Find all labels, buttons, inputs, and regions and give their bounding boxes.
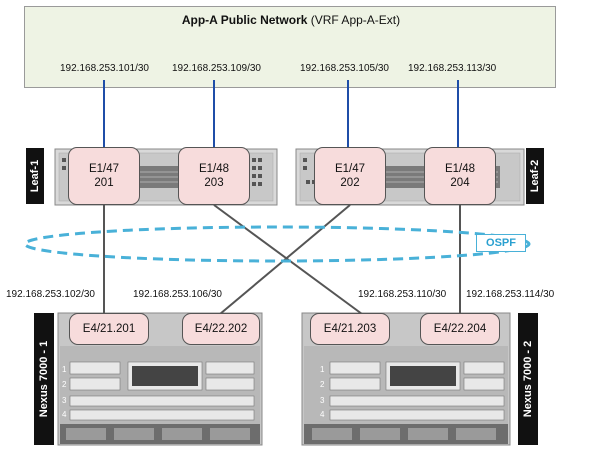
- leaf-2-label: Leaf-2: [526, 148, 544, 204]
- port-subinterface: 201: [94, 177, 114, 189]
- svg-text:1: 1: [62, 365, 67, 374]
- port-interface: E1/47: [88, 163, 120, 175]
- port-subinterface: 204: [450, 177, 470, 189]
- nexus-2-label: Nexus 7000 - 2: [518, 313, 538, 445]
- leaf-2-label-text: Leaf-2: [529, 159, 541, 193]
- top-ip-2: 192.168.253.109/30: [172, 63, 261, 74]
- leaf-1-port-e1-48: E1/48 203: [178, 147, 250, 205]
- top-ip-4: 192.168.253.113/30: [408, 63, 497, 74]
- public-network-vrf: (VRF App-A-Ext): [310, 13, 401, 27]
- svg-text:3: 3: [62, 396, 67, 405]
- ospf-label: OSPF: [476, 234, 526, 252]
- leaf-2-port-e1-47: E1/47 202: [314, 147, 386, 205]
- leaf-1-label-text: Leaf-1: [29, 159, 41, 193]
- nexus-2-port-e4-21-203: E4/21.203: [310, 313, 390, 345]
- nexus-2-chassis: 1 2 3 4: [301, 312, 511, 446]
- ospf-area-ring: [23, 225, 531, 263]
- top-ip-1: 192.168.253.101/30: [60, 63, 149, 74]
- public-network-title: App-A Public Network (VRF App-A-Ext): [25, 13, 557, 27]
- nexus-1-label-text: Nexus 7000 - 1: [38, 340, 50, 418]
- svg-text:4: 4: [320, 410, 325, 419]
- port-subinterface: 203: [204, 177, 224, 189]
- port-subinterface: 202: [340, 177, 360, 189]
- leaf-2-port-e1-48: E1/48 204: [424, 147, 496, 205]
- nexus-1-port-e4-22-202: E4/22.202: [182, 313, 260, 345]
- bottom-ip-2: 192.168.253.106/30: [133, 289, 222, 300]
- bottom-ip-3: 192.168.253.110/30: [358, 289, 447, 300]
- svg-text:1: 1: [320, 365, 325, 374]
- svg-text:3: 3: [320, 396, 325, 405]
- nexus-2-label-text: Nexus 7000 - 2: [522, 340, 534, 418]
- bottom-ip-1: 192.168.253.102/30: [6, 289, 95, 300]
- port-interface: E1/47: [334, 163, 366, 175]
- leaf-1-label: Leaf-1: [26, 148, 44, 204]
- bottom-ip-4: 192.168.253.114/30: [466, 289, 555, 300]
- nexus-2-port-e4-22-204: E4/22.204: [420, 313, 500, 345]
- svg-text:2: 2: [320, 380, 325, 389]
- leaf-1-port-e1-47: E1/47 201: [68, 147, 140, 205]
- svg-text:4: 4: [62, 410, 67, 419]
- public-network-name: App-A Public Network: [181, 13, 308, 27]
- port-interface: E1/48: [444, 163, 476, 175]
- svg-text:2: 2: [62, 380, 67, 389]
- public-network-box: App-A Public Network (VRF App-A-Ext): [24, 6, 556, 88]
- nexus-1-port-e4-21-201: E4/21.201: [69, 313, 149, 345]
- top-ip-3: 192.168.253.105/30: [300, 63, 389, 74]
- uplinks: [103, 80, 459, 150]
- port-interface: E1/48: [198, 163, 230, 175]
- nexus-1-label: Nexus 7000 - 1: [34, 313, 54, 445]
